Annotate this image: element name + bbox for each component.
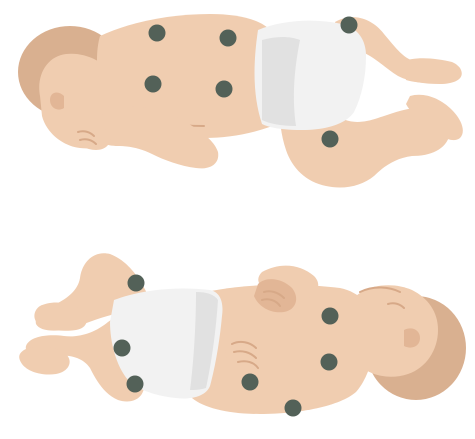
- electrode-dot-icon: [341, 17, 358, 34]
- electrode-dot-icon: [127, 376, 144, 393]
- electrode-dot-icon: [149, 25, 166, 42]
- electrode-dot-icon: [322, 308, 339, 325]
- top-infant-diaper-fold: [262, 37, 300, 126]
- electrode-dot-icon: [128, 275, 145, 292]
- electrode-dot-icon: [114, 340, 131, 357]
- electrode-dot-icon: [285, 400, 302, 417]
- electrode-dot-icon: [322, 131, 339, 148]
- bottom-infant-head: [349, 285, 438, 377]
- top-infant-far-foot: [402, 58, 461, 83]
- electrode-dot-icon: [220, 30, 237, 47]
- electrode-dot-icon: [145, 76, 162, 93]
- electrode-dot-icon: [242, 374, 259, 391]
- bottom-infant-figure: [19, 253, 466, 416]
- top-infant-figure: [18, 14, 463, 188]
- electrode-dot-icon: [321, 354, 338, 371]
- electrode-dot-icon: [216, 81, 233, 98]
